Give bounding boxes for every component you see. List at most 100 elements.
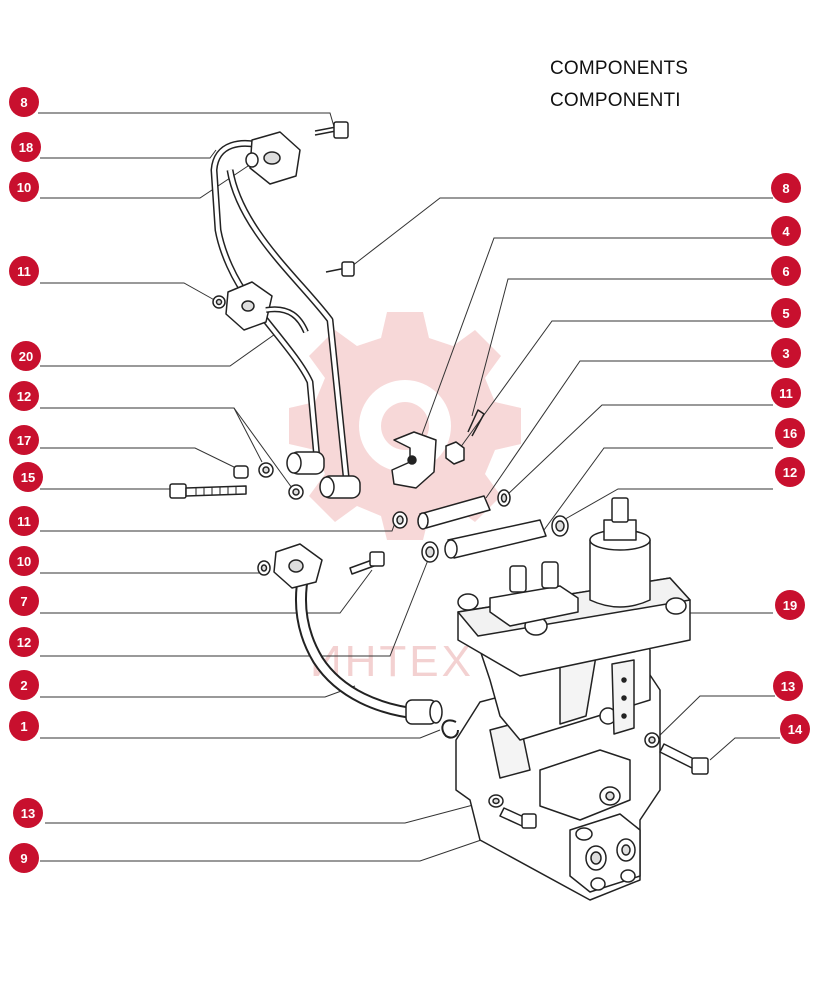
callout-number: 11 (17, 514, 31, 529)
leader-12-left-bottom (40, 559, 429, 657)
callout-4: 4 (771, 216, 801, 246)
callout-3: 3 (771, 338, 801, 368)
leader-lines (38, 112, 780, 862)
part-13-washer-right (644, 732, 660, 748)
callout-11-left-mid: 11 (9, 506, 39, 536)
part-9-bolt (499, 807, 537, 829)
leader-3 (485, 360, 773, 499)
callout-number: 12 (783, 465, 797, 480)
callout-number: 18 (19, 140, 33, 155)
callout-13-left: 13 (13, 798, 43, 828)
callout-12-left-bottom: 12 (9, 627, 39, 657)
callout-number: 8 (20, 95, 27, 110)
callout-number: 14 (788, 722, 803, 737)
callout-5: 5 (771, 298, 801, 328)
callout-number: 20 (19, 349, 33, 364)
leader-6 (471, 278, 773, 417)
callout-14: 14 (780, 714, 810, 744)
callout-17: 17 (9, 425, 39, 455)
callout-number: 12 (17, 389, 31, 404)
callout-number: 9 (20, 851, 27, 866)
leader-11-left-mid (40, 519, 397, 532)
callout-number: 2 (20, 678, 27, 693)
callout-number: 15 (21, 470, 35, 485)
part-7-bolt (349, 551, 385, 575)
callout-11-left-top: 11 (9, 256, 39, 286)
callout-8-left: 8 (9, 87, 39, 117)
leader-11-right (505, 404, 773, 497)
callout-number: 7 (20, 594, 27, 609)
callout-6: 6 (771, 256, 801, 286)
callout-15: 15 (13, 462, 43, 492)
part-8-bolt-top (314, 121, 349, 139)
callout-number: 5 (782, 306, 789, 321)
callout-13-right: 13 (773, 671, 803, 701)
leader-20 (40, 331, 279, 367)
part-8-bolt-mid (325, 261, 355, 277)
callouts: 8 18 10 11 20 12 17 15 11 10 7 12 2 1 13… (9, 87, 810, 873)
leader-12-right (559, 488, 773, 523)
part-13-washer-left (488, 794, 504, 808)
leader-9 (40, 825, 523, 862)
callout-10-top: 10 (9, 172, 39, 202)
leader-17 (40, 447, 237, 469)
part-6-nut (445, 441, 465, 465)
callout-number: 13 (781, 679, 795, 694)
callout-number: 19 (783, 598, 797, 613)
part-3-sleeve (392, 489, 511, 530)
callout-number: 10 (17, 554, 31, 569)
callout-number: 8 (782, 181, 789, 196)
leader-2 (40, 685, 356, 698)
part-20-flange (212, 281, 309, 334)
leader-8-right (351, 197, 773, 267)
leader-4 (419, 237, 773, 441)
callout-12-right: 12 (775, 457, 805, 487)
callout-10-mid: 10 (9, 546, 39, 576)
callout-number: 3 (782, 346, 789, 361)
leader-12-left-top (40, 407, 263, 463)
part-16-sleeve (421, 515, 569, 563)
diagram-title-en: COMPONENTS (550, 58, 689, 79)
callout-16: 16 (775, 418, 805, 448)
leader-13-left (45, 799, 493, 824)
callout-11-right: 11 (771, 378, 801, 408)
part-banjo-fittings (233, 451, 361, 500)
callout-20: 20 (11, 341, 41, 371)
part-18-upper-pipe (210, 131, 350, 477)
callout-2: 2 (9, 670, 39, 700)
callout-number: 4 (782, 224, 790, 239)
leader-7 (40, 569, 373, 614)
parts (169, 121, 709, 901)
callout-number: 16 (783, 426, 797, 441)
leader-11-left-top (40, 282, 219, 303)
part-15-long-bolt (169, 483, 247, 499)
part-4-bracket (391, 431, 437, 489)
leader-16 (543, 447, 773, 531)
callout-12-left-top: 12 (9, 381, 39, 411)
callout-7: 7 (9, 586, 39, 616)
callout-number: 13 (21, 806, 35, 821)
part-19-pump-body (455, 497, 691, 901)
callout-number: 6 (782, 264, 789, 279)
leader-13-right (654, 695, 775, 741)
callout-1: 1 (9, 711, 39, 741)
part-14-bolt (659, 743, 709, 775)
callout-number: 11 (17, 264, 31, 279)
callout-19: 19 (775, 590, 805, 620)
callout-number: 12 (17, 635, 31, 650)
diagram-title-it: COMPONENTI (550, 90, 681, 111)
callout-number: 17 (17, 433, 31, 448)
callout-8-right: 8 (771, 173, 801, 203)
callout-18: 18 (11, 132, 41, 162)
leader-5 (459, 320, 773, 449)
part-1-snap-ring (441, 719, 459, 739)
leader-18 (40, 149, 217, 159)
leader-8-left (38, 112, 336, 131)
leader-12-left-top-b (233, 407, 293, 489)
callout-number: 11 (779, 386, 793, 401)
callout-number: 10 (17, 180, 31, 195)
part-5-cotter-pin (467, 409, 485, 437)
leader-1 (40, 729, 441, 739)
